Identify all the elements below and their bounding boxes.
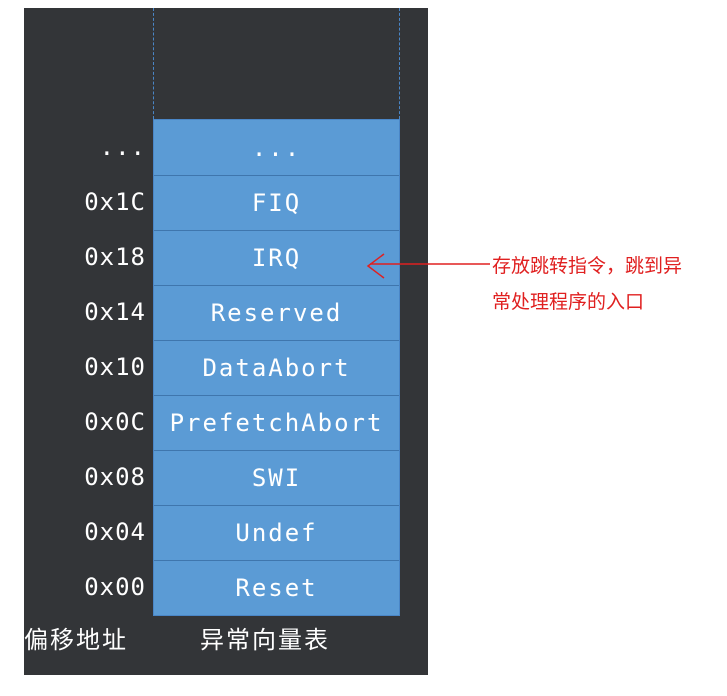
vector-cell-reserved: Reserved xyxy=(154,285,399,340)
offset-0x10: 0x10 xyxy=(84,352,146,381)
vector-cell-prefetchabort: PrefetchAbort xyxy=(154,395,399,450)
offset-column: ... 0x1C 0x18 0x14 0x10 0x0C 0x08 0x04 0… xyxy=(24,119,146,614)
vector-cell-dataabort: DataAbort xyxy=(154,340,399,395)
annotation-arrow xyxy=(366,253,490,279)
offset-0x1c: 0x1C xyxy=(84,187,146,216)
vector-cell-irq: IRQ xyxy=(154,230,399,285)
offset-0x18: 0x18 xyxy=(84,242,146,271)
table-column-label: 异常向量表 xyxy=(200,626,330,654)
offset-ellipsis: ... xyxy=(99,132,146,161)
vector-table: ... FIQ IRQ Reserved DataAbort PrefetchA… xyxy=(153,119,400,616)
annotation-line-1: 存放跳转指令，跳到异 xyxy=(492,255,683,277)
vector-cell-swi: SWI xyxy=(154,450,399,505)
vector-cell-reset: Reset xyxy=(154,560,399,615)
vector-cell-fiq: FIQ xyxy=(154,175,399,230)
vector-cell-undef: Undef xyxy=(154,505,399,560)
offset-column-label: 偏移地址 xyxy=(24,626,128,654)
offset-0x00: 0x00 xyxy=(84,572,146,601)
left-dashed-line xyxy=(153,8,154,119)
vector-cell-ellipsis: ... xyxy=(154,120,399,175)
offset-0x08: 0x08 xyxy=(84,462,146,491)
offset-0x14: 0x14 xyxy=(84,297,146,326)
annotation-line-2: 常处理程序的入口 xyxy=(492,291,645,313)
offset-0x0c: 0x0C xyxy=(84,407,146,436)
offset-0x04: 0x04 xyxy=(84,517,146,546)
right-dashed-line xyxy=(399,8,400,119)
arrow-head xyxy=(366,253,385,279)
